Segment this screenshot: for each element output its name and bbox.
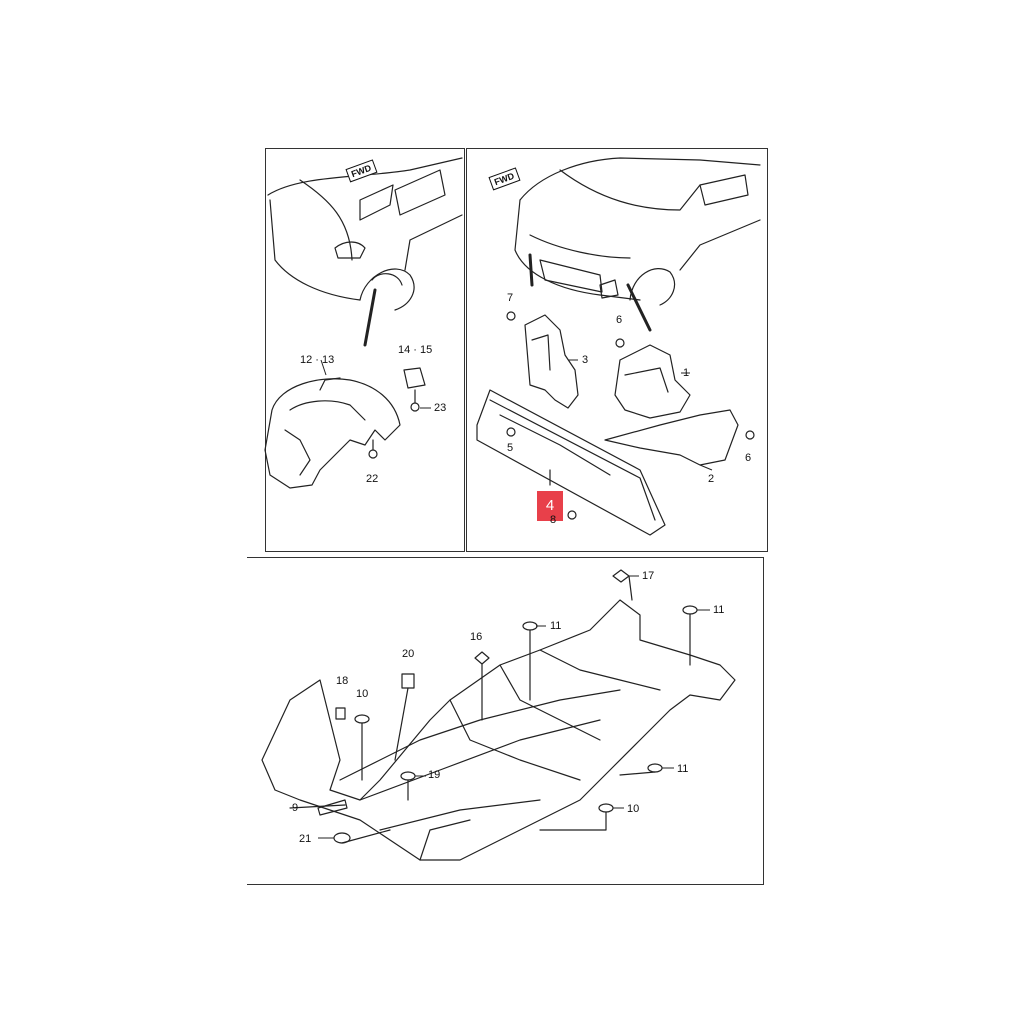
part-label: 6 [616, 314, 623, 326]
part-label: 22 [366, 473, 379, 485]
clip-part [403, 367, 426, 389]
part-label: 12 · 13 [300, 354, 335, 366]
part-label: 10 [356, 688, 369, 700]
grommet-10b [598, 803, 614, 813]
part-label: 11 [677, 763, 689, 775]
part-label: 2 [708, 473, 715, 485]
bumper-beam-4 [476, 389, 666, 536]
side-bracket-3 [524, 314, 579, 409]
cover-1 [614, 344, 691, 419]
part-label: 8 [550, 514, 557, 526]
part-label: 21 [299, 833, 312, 845]
part-label: 9 [292, 802, 299, 814]
clip-18 [335, 707, 346, 720]
part-label: 1 [683, 367, 690, 379]
seal-9 [317, 799, 348, 816]
part-label: 11 [550, 620, 562, 632]
part-label: 23 [434, 402, 447, 414]
front-car-sketch [514, 157, 761, 332]
bolt-7 [506, 311, 516, 321]
bolt-5 [506, 427, 516, 437]
underbody-panel [247, 557, 764, 885]
grommet-11c [647, 763, 663, 773]
bracket-2 [604, 409, 739, 466]
underbody-floor [261, 599, 736, 861]
part-label: 17 [642, 570, 655, 582]
rear-car-sketch [267, 157, 463, 347]
part-label: 19 [428, 769, 441, 781]
front-bumper-panel [466, 148, 768, 552]
bolt-6a [615, 338, 625, 348]
part-label: 7 [507, 292, 514, 304]
plug-16 [474, 651, 490, 665]
part-label: 3 [582, 354, 589, 366]
grommet-11b [682, 605, 698, 615]
grommet-11a [522, 621, 538, 631]
rear-wheel-liner [264, 377, 401, 489]
part-label: 10 [627, 803, 640, 815]
part-label: 20 [402, 648, 415, 660]
bolt-6b [745, 430, 755, 440]
plug-17 [612, 569, 630, 583]
part-label: 18 [336, 675, 349, 687]
part-label: 5 [507, 442, 514, 454]
part-label: 16 [470, 631, 483, 643]
bolt-22 [368, 449, 378, 459]
rear-wheel-panel [265, 148, 465, 552]
highlighted-part-callout[interactable]: 4 [537, 491, 563, 521]
grommet-19 [400, 771, 416, 781]
grommet-10a [354, 714, 370, 724]
part-label: 14 · 15 [398, 344, 433, 356]
bolt-23 [410, 402, 420, 412]
bolt-8 [567, 510, 577, 520]
clip-20 [401, 673, 415, 689]
part-label: 6 [745, 452, 752, 464]
part-label: 11 [713, 604, 725, 616]
